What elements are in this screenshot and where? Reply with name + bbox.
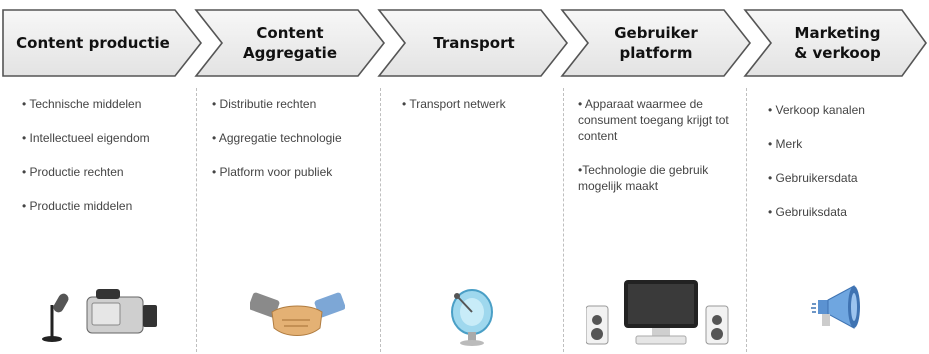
list-item: • Gebruikersdata bbox=[768, 171, 858, 185]
step-title-4: Gebruiker platform bbox=[614, 24, 698, 62]
column-separator bbox=[196, 88, 197, 352]
list-item: • Platform voor publiek bbox=[212, 165, 333, 179]
chevron-marketing-verkoop bbox=[743, 9, 927, 77]
list-item: • Technische middelen bbox=[22, 97, 142, 111]
list-item: • Merk bbox=[768, 137, 803, 151]
column-separator bbox=[563, 88, 564, 352]
column-transport: • Transport netwerk bbox=[402, 86, 562, 354]
list-item: • Distributie rechten bbox=[212, 97, 317, 111]
chevron-transport bbox=[377, 9, 569, 77]
column-content-productie: • Technische middelen • Intellectueel ei… bbox=[22, 86, 192, 354]
process-chevrons bbox=[2, 9, 927, 77]
microphone-camera-icon bbox=[42, 289, 157, 342]
list-item: • Productie rechten bbox=[22, 165, 124, 179]
column-content-aggregatie: • Distributie rechten • Aggregatie techn… bbox=[212, 86, 377, 354]
column-marketing-verkoop: • Verkoop kanalen • Merk • Gebruikersdat… bbox=[768, 86, 923, 354]
computer-speakers-icon bbox=[586, 280, 729, 345]
step-title-2: Content Aggregatie bbox=[243, 24, 337, 62]
megaphone-icon bbox=[811, 285, 860, 329]
satellite-dish-icon bbox=[451, 289, 493, 346]
list-item: • Aggregatie technologie bbox=[212, 131, 342, 145]
chevron-gebruiker-platform bbox=[560, 9, 752, 77]
step-title-1: Content productie bbox=[16, 34, 170, 52]
list-item: • Verkoop kanalen bbox=[768, 103, 865, 117]
list-item: • Apparaat waarmee de consument toegang … bbox=[578, 97, 729, 143]
column-gebruiker-platform: • Apparaat waarmee de consument toegang … bbox=[578, 86, 738, 354]
step-title-5: Marketing & verkoop bbox=[794, 24, 881, 62]
handshake-icon bbox=[250, 292, 345, 336]
list-item: • Productie middelen bbox=[22, 199, 133, 213]
list-item: • Intellectueel eigendom bbox=[22, 131, 150, 145]
column-separator bbox=[380, 88, 381, 352]
column-separator bbox=[746, 88, 747, 352]
chevron-content-productie bbox=[2, 9, 203, 77]
list-item: • Gebruiksdata bbox=[768, 205, 847, 219]
list-item: •Technologie die gebruik mogelijk maakt bbox=[578, 163, 709, 193]
list-item: • Transport netwerk bbox=[402, 97, 506, 111]
chevron-content-aggregatie bbox=[194, 9, 386, 77]
step-title-3: Transport bbox=[433, 34, 515, 52]
